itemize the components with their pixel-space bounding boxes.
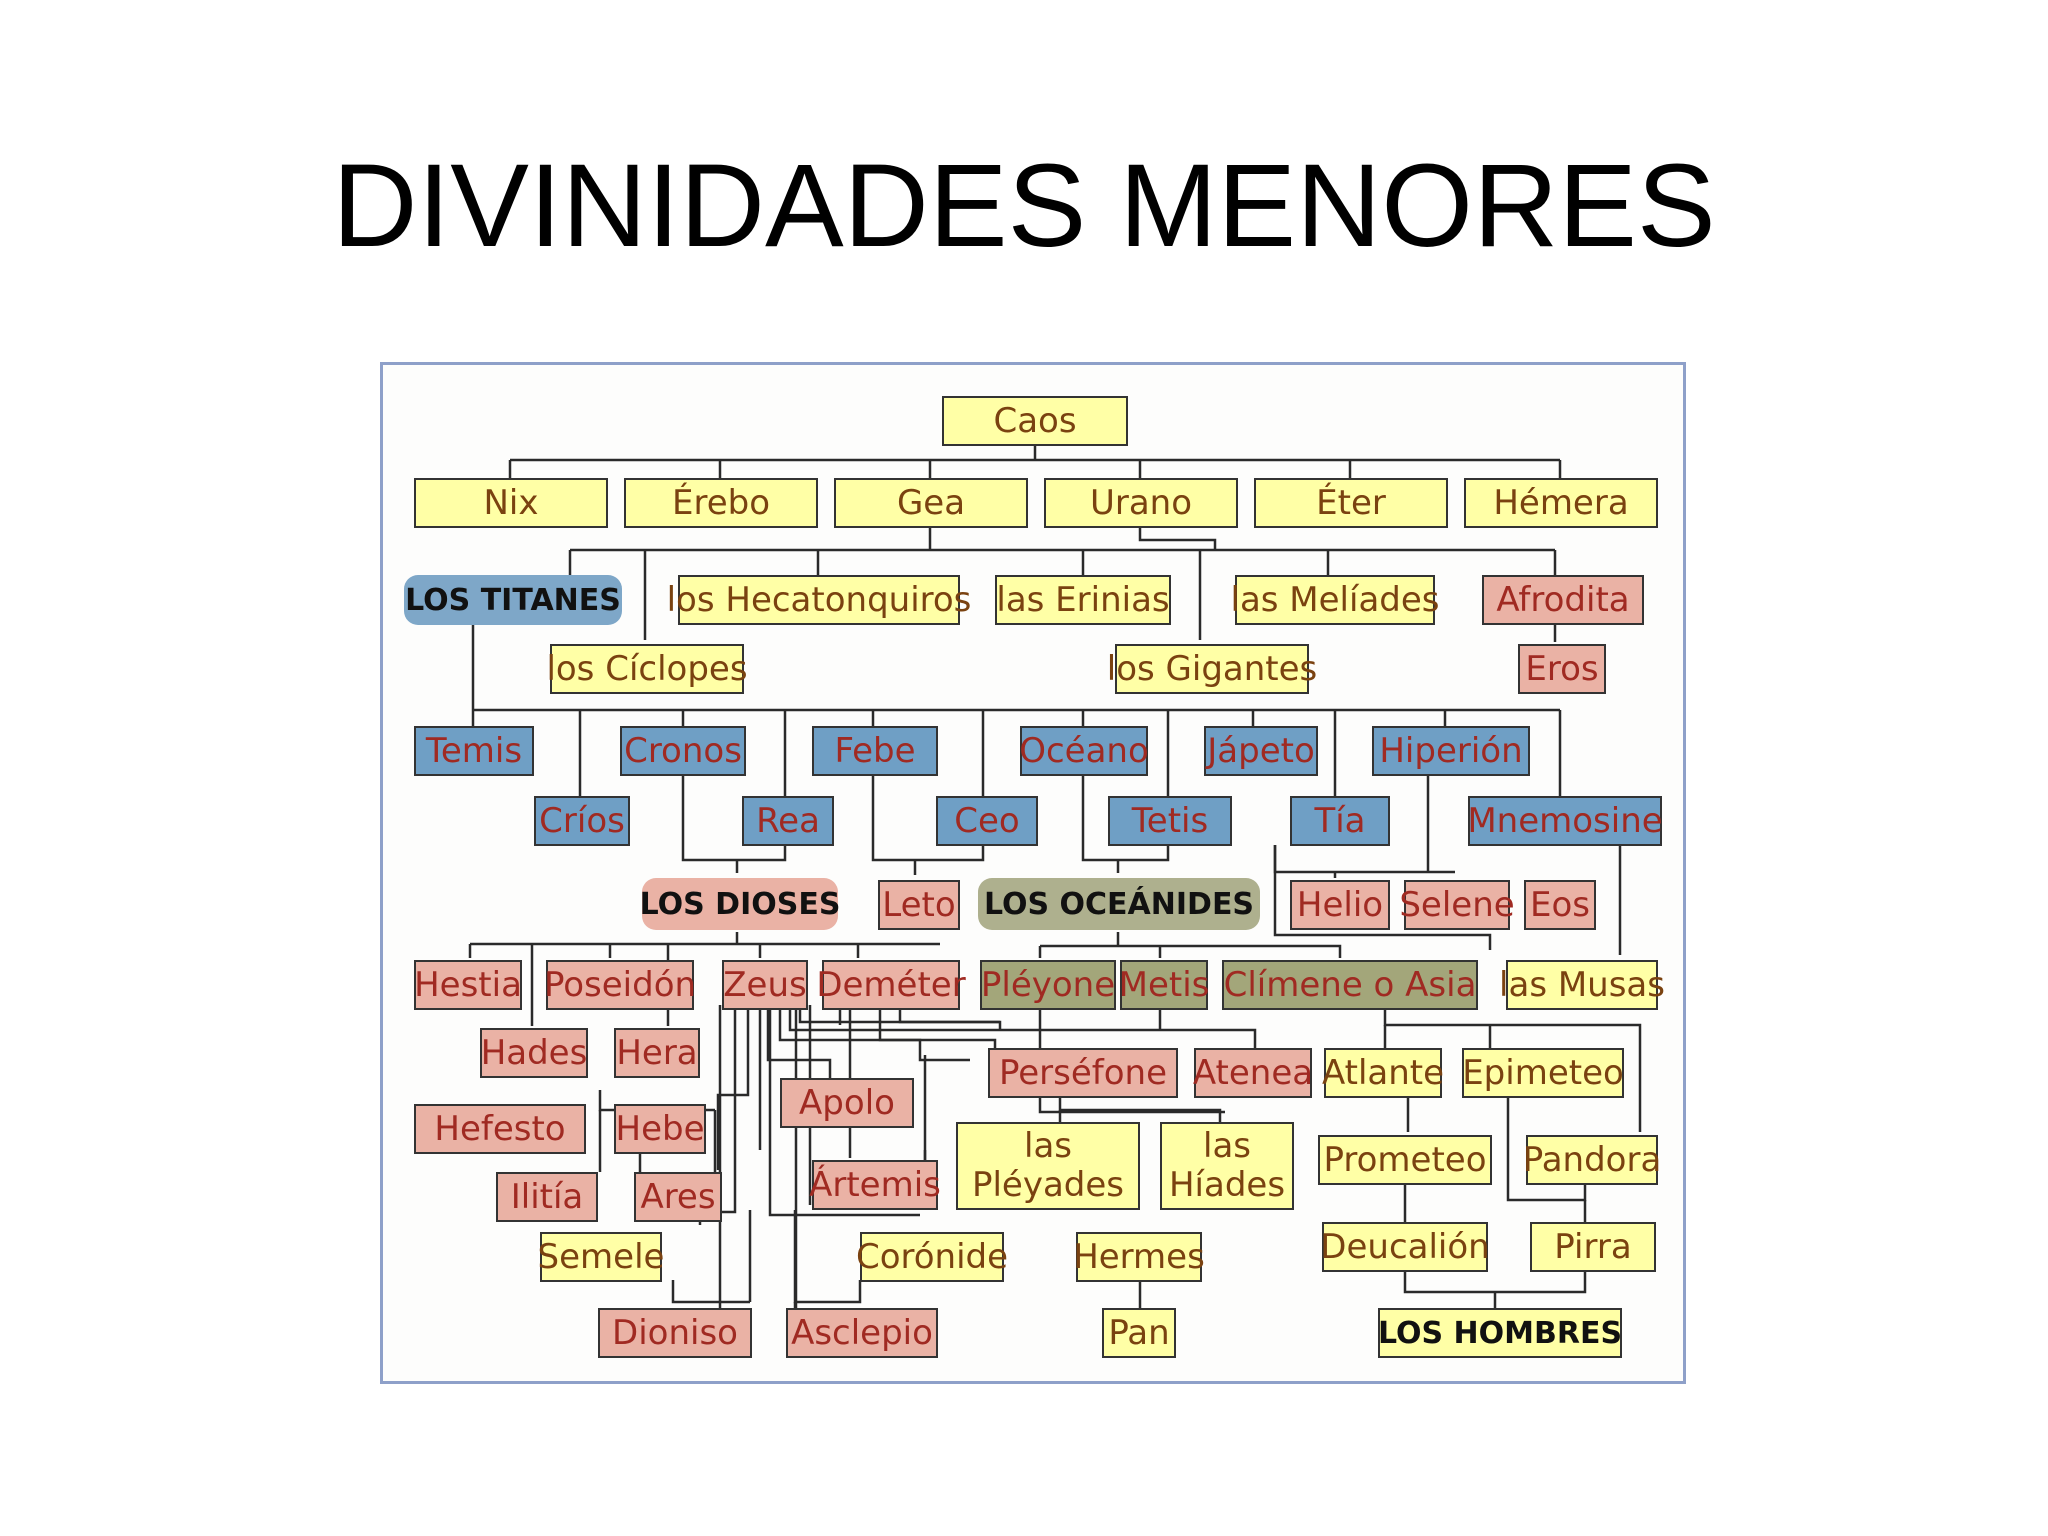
node-hiperion: Hiperión bbox=[1372, 726, 1530, 776]
node-persefone: Perséfone bbox=[988, 1048, 1178, 1098]
header-los-hombres: LOS HOMBRES bbox=[1378, 1308, 1622, 1358]
node-metis: Metis bbox=[1119, 960, 1209, 1010]
node-epimeteo: Epimeteo bbox=[1462, 1048, 1624, 1098]
node-selene: Selene bbox=[1399, 880, 1515, 930]
node-apolo: Apolo bbox=[780, 1078, 914, 1128]
node-urano: Urano bbox=[1044, 478, 1238, 528]
node-prometeo: Prometeo bbox=[1318, 1135, 1492, 1185]
node-leto: Leto bbox=[878, 880, 960, 930]
node-oceano: Océano bbox=[1019, 726, 1149, 776]
node-las-hiades-line1: las bbox=[1203, 1126, 1251, 1166]
node-hermes: Hermes bbox=[1073, 1232, 1205, 1282]
node-poseidon: Poseidón bbox=[544, 960, 696, 1010]
node-las-pleyades-line1: las bbox=[1024, 1126, 1072, 1166]
node-tia: Tía bbox=[1290, 796, 1390, 846]
node-ilitia: Ilitía bbox=[496, 1172, 598, 1222]
node-zeus: Zeus bbox=[722, 960, 808, 1010]
node-pirra: Pirra bbox=[1530, 1222, 1656, 1272]
node-asclepio: Asclepio bbox=[786, 1308, 938, 1358]
node-climene: Clímene o Asia bbox=[1222, 960, 1478, 1010]
node-ares: Ares bbox=[634, 1172, 722, 1222]
node-ceo: Ceo bbox=[936, 796, 1038, 846]
node-hades: Hades bbox=[480, 1028, 588, 1078]
node-las-pleyades: las Pléyades bbox=[956, 1122, 1140, 1210]
node-crios: Críos bbox=[534, 796, 630, 846]
node-las-pleyades-line2: Pléyades bbox=[971, 1165, 1125, 1205]
header-los-titanes: LOS TITANES bbox=[404, 575, 622, 625]
node-demeter: Deméter bbox=[816, 960, 966, 1010]
node-atenea: Atenea bbox=[1193, 1048, 1313, 1098]
node-tetis: Tetis bbox=[1108, 796, 1232, 846]
node-dioniso: Dioniso bbox=[598, 1308, 752, 1358]
node-deucalion: Deucalión bbox=[1320, 1222, 1490, 1272]
node-mnemosine: Mnemosine bbox=[1467, 796, 1663, 846]
node-temis: Temis bbox=[414, 726, 534, 776]
node-las-hiades: las Híades bbox=[1160, 1122, 1294, 1210]
node-ciclopes: los Cíclopes bbox=[546, 644, 748, 694]
node-hebe: Hebe bbox=[614, 1104, 706, 1154]
node-atlante: Atlante bbox=[1322, 1048, 1444, 1098]
node-hestia: Hestia bbox=[414, 960, 522, 1010]
node-nix: Nix bbox=[414, 478, 608, 528]
node-meliades: las Melíades bbox=[1231, 575, 1440, 625]
node-helio: Helio bbox=[1290, 880, 1390, 930]
node-hecatonquiros: los Hecatonquiros bbox=[667, 575, 971, 625]
node-eter: Éter bbox=[1254, 478, 1448, 528]
node-caos: Caos bbox=[942, 396, 1128, 446]
node-febe: Febe bbox=[812, 726, 938, 776]
node-cronos: Cronos bbox=[620, 726, 746, 776]
header-los-oceanides: LOS OCEÁNIDES bbox=[978, 878, 1260, 930]
header-los-dioses: LOS DIOSES bbox=[640, 878, 840, 930]
node-pandora: Pandora bbox=[1523, 1135, 1661, 1185]
node-semele: Semele bbox=[538, 1232, 664, 1282]
node-las-hiades-line2: Híades bbox=[1168, 1165, 1286, 1205]
node-pan: Pan bbox=[1102, 1308, 1176, 1358]
node-hefesto: Hefesto bbox=[414, 1104, 586, 1154]
node-coronide: Corónide bbox=[856, 1232, 1008, 1282]
node-hera: Hera bbox=[614, 1028, 700, 1078]
node-pleyone: Pléyone bbox=[980, 960, 1116, 1010]
node-hemera: Hémera bbox=[1464, 478, 1658, 528]
node-eos: Eos bbox=[1524, 880, 1596, 930]
node-gigantes: los Gigantes bbox=[1107, 644, 1317, 694]
node-erebo: Érebo bbox=[624, 478, 818, 528]
node-afrodita: Afrodita bbox=[1482, 575, 1644, 625]
node-rea: Rea bbox=[742, 796, 834, 846]
node-eros: Eros bbox=[1518, 644, 1606, 694]
node-gea: Gea bbox=[834, 478, 1028, 528]
node-artemis: Ártemis bbox=[809, 1160, 941, 1210]
node-erinias: las Erinias bbox=[995, 575, 1171, 625]
node-las-musas: las Musas bbox=[1499, 960, 1665, 1010]
page-title: DIVINIDADES MENORES bbox=[332, 140, 1716, 272]
node-japeto: Jápeto bbox=[1204, 726, 1318, 776]
